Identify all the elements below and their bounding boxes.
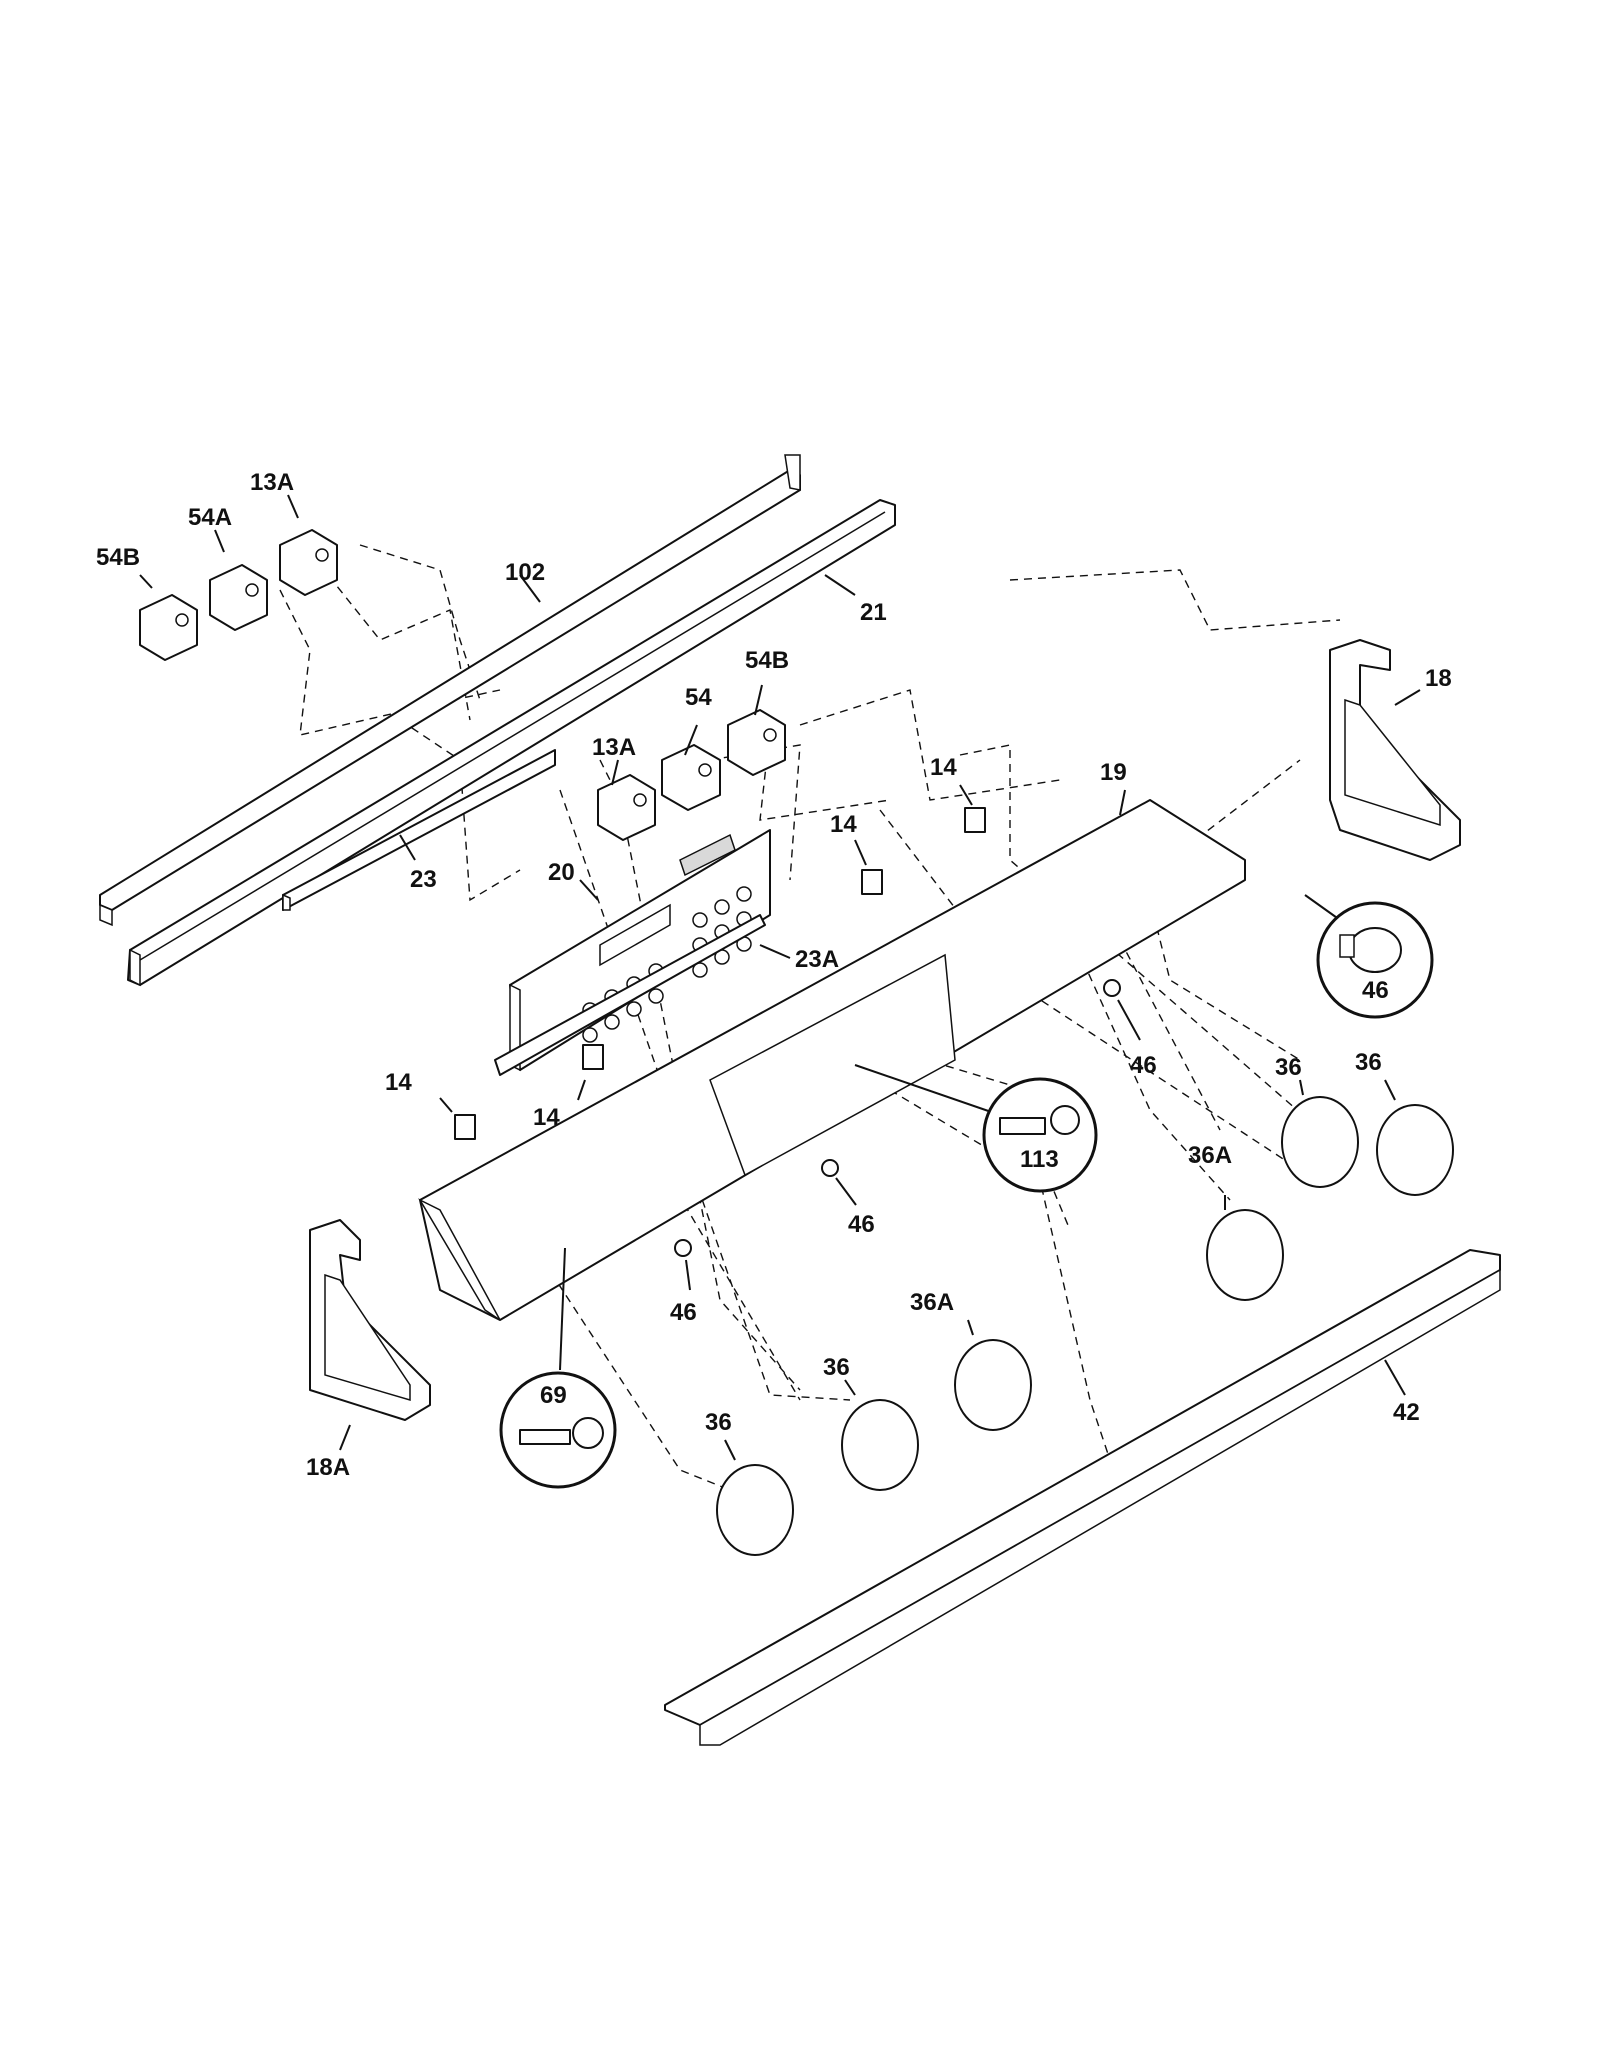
label-14-a: 14 xyxy=(930,754,957,781)
part-labels: 102 21 23 20 23A 19 18 18A 13A 54 54B 13… xyxy=(96,469,1452,1481)
label-36-b: 36 xyxy=(823,1354,850,1381)
label-20: 20 xyxy=(548,859,575,886)
label-13a-top: 13A xyxy=(592,734,636,761)
label-102: 102 xyxy=(505,559,545,586)
knob-36-d xyxy=(1376,1079,1454,1196)
switch-54b-left xyxy=(139,574,198,661)
label-36-a: 36 xyxy=(705,1409,732,1436)
knob-36-b xyxy=(841,1379,919,1491)
label-54-top: 54 xyxy=(685,684,712,711)
bracket-23a xyxy=(494,914,791,1076)
label-54b-left: 54B xyxy=(96,544,140,571)
rail-21 xyxy=(127,499,896,987)
label-46-callout: 46 xyxy=(1362,977,1389,1004)
label-113: 113 xyxy=(1020,1146,1059,1173)
clip-14-a xyxy=(959,784,986,833)
clip-14-b xyxy=(854,839,883,895)
clip-14-c xyxy=(577,1044,604,1101)
label-42: 42 xyxy=(1393,1399,1420,1426)
bracket-23 xyxy=(282,749,556,911)
button-46-c xyxy=(674,1239,692,1291)
callout-69 xyxy=(499,1247,617,1489)
control-board-20 xyxy=(509,829,771,1072)
callout-113 xyxy=(854,1064,1098,1193)
label-54a-left: 54A xyxy=(188,504,232,531)
control-panel-19 xyxy=(418,789,1246,1321)
clip-14-d xyxy=(439,1097,476,1140)
label-19: 19 xyxy=(1100,759,1127,786)
knob-36-c xyxy=(1281,1079,1359,1188)
label-18a: 18A xyxy=(306,1454,350,1481)
knob-36-a xyxy=(716,1439,794,1556)
label-36-d: 36 xyxy=(1355,1049,1382,1076)
rail-102 xyxy=(99,454,801,927)
button-46-b xyxy=(821,1159,857,1206)
knob-36a-b xyxy=(1206,1195,1284,1301)
switch-13a-top xyxy=(597,759,656,841)
label-36a-b: 36A xyxy=(1188,1142,1232,1169)
switch-54a-left xyxy=(209,529,268,631)
end-cap-18a xyxy=(309,1219,431,1451)
label-23: 23 xyxy=(410,866,437,893)
label-14-c: 14 xyxy=(385,1069,412,1096)
label-21: 21 xyxy=(860,599,887,626)
switch-13a-left xyxy=(279,494,338,596)
label-13a-left: 13A xyxy=(250,469,294,496)
label-36a-a: 36A xyxy=(910,1289,954,1316)
label-46-c: 46 xyxy=(670,1299,697,1326)
switch-54b-top xyxy=(727,684,786,776)
end-cap-18 xyxy=(1329,639,1461,861)
callout-46 xyxy=(1304,894,1434,1019)
button-46-a xyxy=(1103,979,1141,1041)
switch-54-top xyxy=(661,724,721,811)
label-14-b: 14 xyxy=(830,811,857,838)
label-69: 69 xyxy=(540,1382,567,1409)
label-54b-top: 54B xyxy=(745,647,789,674)
label-14-d: 14 xyxy=(533,1104,560,1131)
label-46-a: 46 xyxy=(1130,1052,1157,1079)
label-36-c: 36 xyxy=(1275,1054,1302,1081)
label-23a: 23A xyxy=(795,946,839,973)
label-18: 18 xyxy=(1425,665,1452,692)
trim-42 xyxy=(664,1249,1501,1746)
knob-36a-a xyxy=(954,1319,1032,1431)
label-46-b: 46 xyxy=(848,1211,875,1238)
